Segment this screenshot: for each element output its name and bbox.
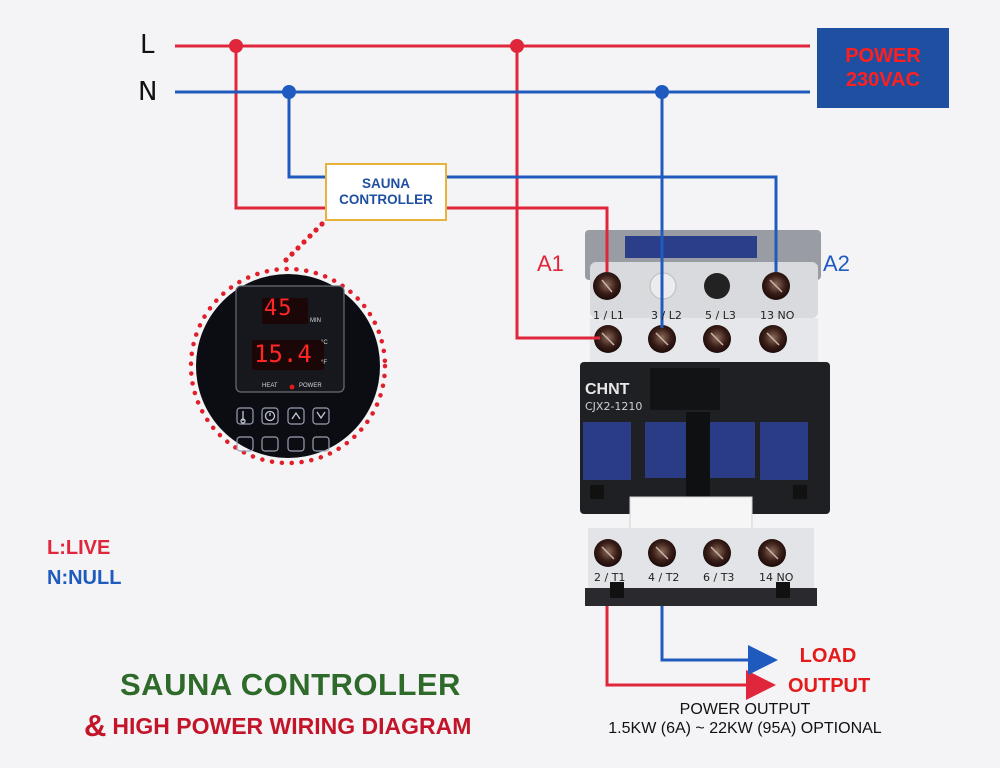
- display-heat-label: HEAT: [262, 383, 278, 389]
- power-output-note: POWER OUTPUT 1.5KW (6A) ~ 22KW (95A) OPT…: [580, 700, 910, 738]
- diagram-subtitle: & HIGH POWER WIRING DIAGRAM: [84, 708, 471, 744]
- display-time-value: 45: [264, 296, 293, 321]
- power-label: POWER: [845, 45, 921, 67]
- terminal-label-l1: 1 / L1: [593, 309, 624, 322]
- null-line-label: N: [138, 77, 158, 107]
- display-unit-f: °F: [321, 360, 328, 366]
- display-callout-dots: [283, 221, 325, 263]
- contactor-brand: CHNT: [585, 381, 630, 398]
- contactor-model: CJX2-1210: [585, 400, 643, 413]
- terminal-label-l3: 5 / L3: [705, 309, 736, 322]
- power-output-range: 1.5KW (6A) ~ 22KW (95A) OPTIONAL: [608, 720, 882, 737]
- terminal-label-l2: 3 / L2: [651, 309, 682, 322]
- terminal-label-t3: 6 / T3: [703, 571, 735, 584]
- coil-a2-label: A2: [823, 251, 850, 276]
- power-supply-box: POWER 230VAC: [817, 28, 949, 108]
- output-label: OUTPUT: [788, 675, 871, 697]
- load-output-label: LOAD OUTPUT: [788, 641, 871, 701]
- live-junction-2: [510, 39, 524, 53]
- terminal-label-t2: 4 / T2: [648, 571, 680, 584]
- contactor: [580, 230, 830, 606]
- legend-live: L:LIVE: [47, 537, 111, 559]
- coil-a1-label: A1: [537, 251, 564, 276]
- voltage-label: 230VAC: [845, 69, 921, 91]
- subtitle-text: HIGH POWER WIRING DIAGRAM: [112, 712, 472, 739]
- controller-label-line2: CONTROLLER: [339, 192, 433, 207]
- live-line-label: L: [140, 30, 155, 60]
- display-time-unit: MIN: [310, 318, 321, 324]
- terminal-label-14no: 14 NO: [759, 571, 794, 584]
- diagram-title: SAUNA CONTROLLER: [120, 667, 461, 702]
- sauna-controller-box: SAUNA CONTROLLER: [325, 163, 447, 221]
- legend-null: N:NULL: [47, 567, 122, 589]
- terminal-label-t1: 2 / T1: [594, 571, 626, 584]
- live-junction-1: [229, 39, 243, 53]
- display-temp-value: 15.4: [254, 340, 312, 368]
- controller-label-line1: SAUNA: [361, 176, 410, 191]
- display-unit-c: °C: [321, 340, 328, 346]
- terminal-label-13no: 13 NO: [760, 309, 795, 322]
- power-output-title: POWER OUTPUT: [679, 701, 811, 718]
- display-power-label: POWER: [299, 383, 322, 389]
- subtitle-ampersand: &: [84, 708, 107, 743]
- load-label: LOAD: [799, 645, 857, 667]
- controller-display-zoom: [188, 266, 388, 466]
- null-junction-1: [282, 85, 296, 99]
